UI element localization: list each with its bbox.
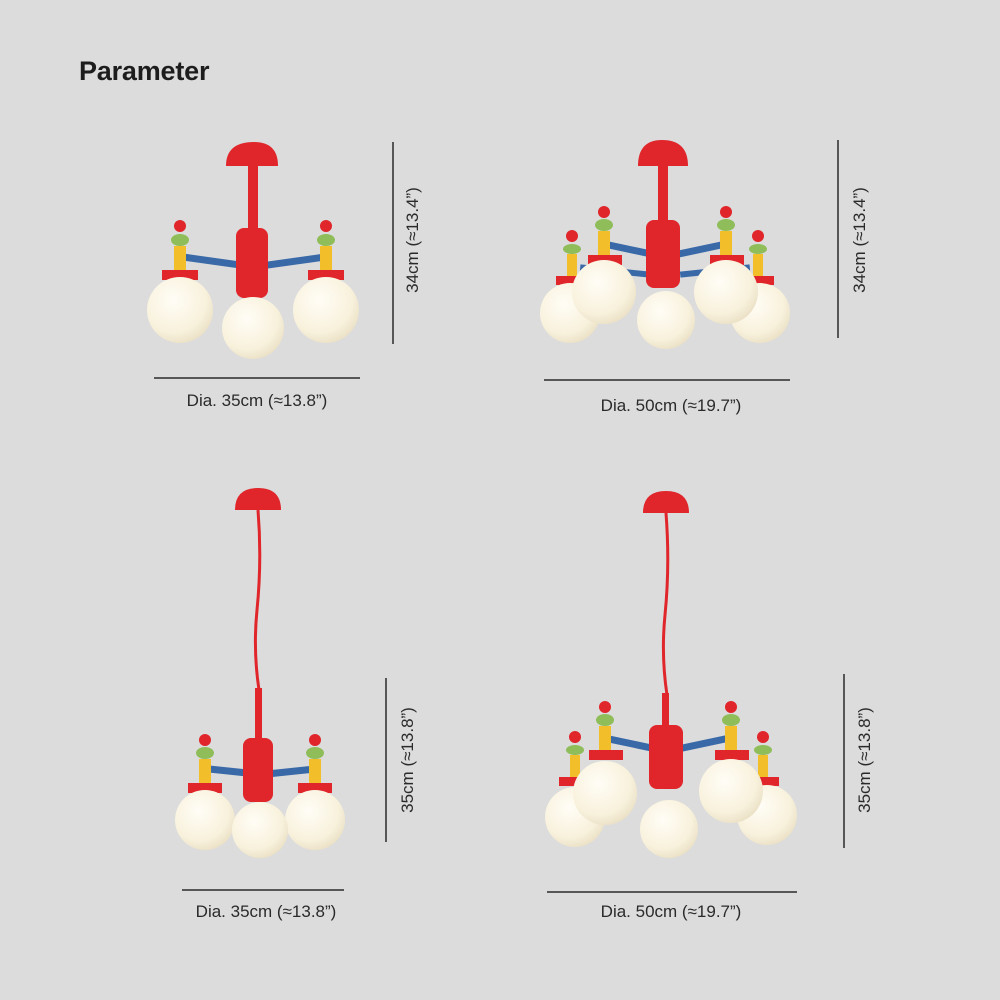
height-label: 35cm (≈13.8”) (398, 707, 417, 813)
diameter-label: Dia. 50cm (≈19.7”) (600, 902, 742, 921)
diameter-dimension-line (544, 379, 790, 381)
diameter-dimension-line (547, 891, 797, 893)
height-label: 35cm (≈13.8”) (855, 707, 874, 813)
diameter-label: Dia. 35cm (≈13.8”) (195, 902, 337, 921)
height-dimension-line (392, 142, 394, 344)
page-title: Parameter (79, 56, 210, 86)
diameter-dimension-line (182, 889, 344, 891)
lamp-3-light-pendant (175, 488, 345, 858)
diameter-label: Dia. 50cm (≈19.7”) (600, 396, 742, 415)
height-dimension-line (843, 674, 845, 848)
lamp-5-light-semi-flush (540, 140, 790, 349)
height-label: 34cm (≈13.4”) (403, 187, 422, 293)
lamp-3-light-semi-flush (147, 142, 359, 359)
lamp-5-light-pendant (545, 491, 797, 858)
height-label: 34cm (≈13.4”) (850, 187, 869, 293)
height-dimension-line (385, 678, 387, 842)
diameter-label: Dia. 35cm (≈13.8”) (186, 391, 328, 410)
diameter-dimension-line (154, 377, 360, 379)
height-dimension-line (837, 140, 839, 338)
